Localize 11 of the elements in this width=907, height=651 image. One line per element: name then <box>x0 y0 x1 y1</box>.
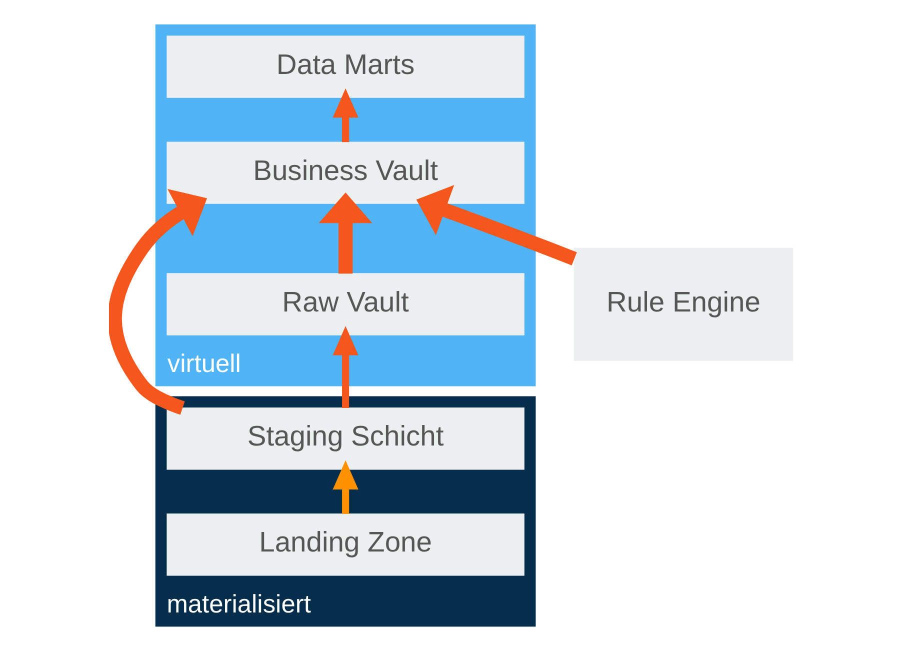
arrow <box>332 460 358 514</box>
node-box: Data Marts <box>166 36 524 98</box>
arrow <box>332 88 358 142</box>
node-box: Raw Vault <box>166 273 524 336</box>
node-box: Landing Zone <box>166 514 524 576</box>
arrow <box>318 192 372 274</box>
node-box: Business Vault <box>166 142 524 204</box>
node-box: Staging Schicht <box>166 408 524 470</box>
arrow <box>332 326 358 408</box>
arrow <box>416 184 577 266</box>
node-box: Rule Engine <box>574 248 794 361</box>
